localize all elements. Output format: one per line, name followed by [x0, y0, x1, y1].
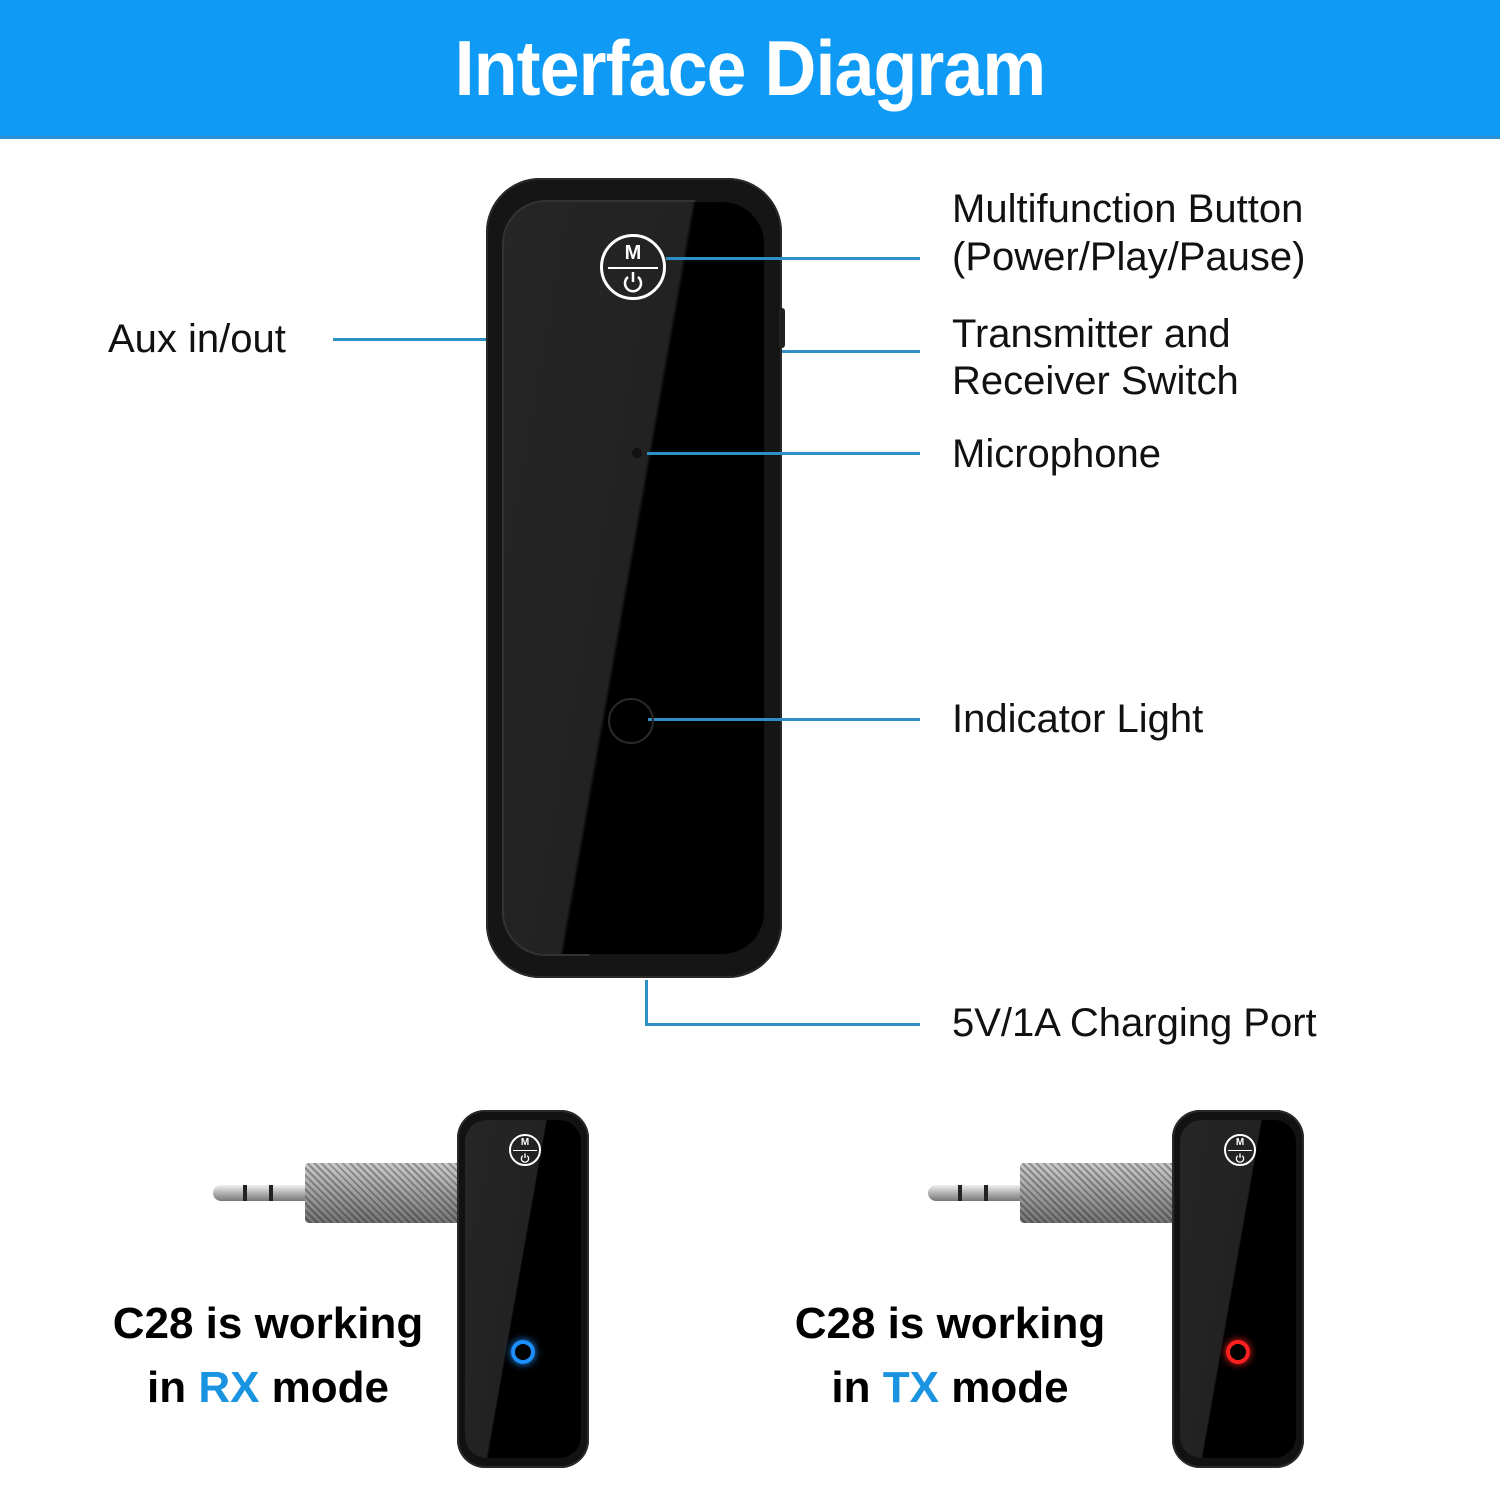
- tx-mode-highlight: TX: [882, 1363, 939, 1412]
- main-device: M: [486, 178, 785, 978]
- indicator-light: [608, 698, 654, 744]
- label-switch-1: Transmitter and: [952, 312, 1231, 356]
- power-icon: [623, 271, 643, 292]
- multifunction-button: M: [1224, 1134, 1256, 1166]
- plug-ring: [958, 1185, 962, 1201]
- multifunction-button: M: [509, 1134, 541, 1166]
- plug-pin: [213, 1185, 313, 1201]
- aux-plug-tx: [928, 1163, 1176, 1223]
- tx-mode-caption: C28 is working in TX mode: [790, 1292, 1110, 1420]
- label-multifunction-2: (Power/Play/Pause): [952, 235, 1306, 279]
- button-divider: [513, 1150, 537, 1151]
- m-letter: M: [1235, 1137, 1245, 1148]
- button-divider: [607, 266, 659, 269]
- plug-barrel: [1020, 1163, 1176, 1223]
- microphone-hole: [632, 448, 642, 458]
- tx-prefix: in: [831, 1363, 883, 1412]
- multifunction-button[interactable]: M: [600, 234, 666, 300]
- plug-ring: [984, 1185, 988, 1201]
- tx-suffix: mode: [938, 1363, 1069, 1412]
- leader-multifunction: [666, 257, 920, 260]
- button-divider: [1228, 1150, 1252, 1151]
- label-charging: 5V/1A Charging Port: [952, 1001, 1317, 1045]
- m-letter: M: [624, 241, 642, 264]
- indicator-light-red: [1226, 1340, 1250, 1364]
- leader-switch: [782, 350, 920, 353]
- aux-plug-rx: [213, 1163, 461, 1223]
- leader-indicator: [648, 718, 920, 721]
- label-indicator: Indicator Light: [952, 697, 1204, 741]
- leader-microphone: [647, 452, 920, 455]
- plug-pin: [928, 1185, 1028, 1201]
- label-aux: Aux in/out: [108, 317, 286, 361]
- label-microphone: Microphone: [952, 432, 1162, 476]
- device-rx: M: [457, 1110, 589, 1468]
- label-switch-2: Receiver Switch: [952, 359, 1239, 403]
- plug-ring: [269, 1185, 273, 1201]
- device-tx: M: [1172, 1110, 1304, 1468]
- rx-caption-line2: in RX mode: [108, 1356, 428, 1420]
- device-glass-panel: [502, 200, 766, 956]
- device-glass-panel: [1180, 1120, 1296, 1458]
- rx-mode-highlight: RX: [198, 1363, 260, 1412]
- m-letter: M: [520, 1137, 530, 1148]
- power-icon: [1235, 1153, 1245, 1163]
- indicator-light-blue: [511, 1340, 535, 1364]
- rx-prefix: in: [146, 1363, 199, 1412]
- rx-caption-line1: C28 is working: [112, 1299, 424, 1348]
- leader-aux: [333, 338, 486, 341]
- plug-barrel: [305, 1163, 461, 1223]
- device-glass-panel: [465, 1120, 581, 1458]
- rx-mode-caption: C28 is working in RX mode: [108, 1292, 428, 1420]
- mode-switch[interactable]: [779, 308, 785, 348]
- tx-caption-line2: in TX mode: [790, 1356, 1110, 1420]
- leader-charging: [645, 1023, 920, 1026]
- page-title: Interface Diagram: [454, 23, 1047, 112]
- tx-caption-line1: C28 is working: [794, 1299, 1106, 1348]
- header-banner: Interface Diagram: [0, 0, 1500, 139]
- plug-ring: [243, 1185, 247, 1201]
- rx-suffix: mode: [259, 1363, 390, 1412]
- power-icon: [520, 1153, 530, 1163]
- label-multifunction-1: Multifunction Button: [952, 187, 1304, 231]
- leader-charging-vertical: [645, 980, 648, 1026]
